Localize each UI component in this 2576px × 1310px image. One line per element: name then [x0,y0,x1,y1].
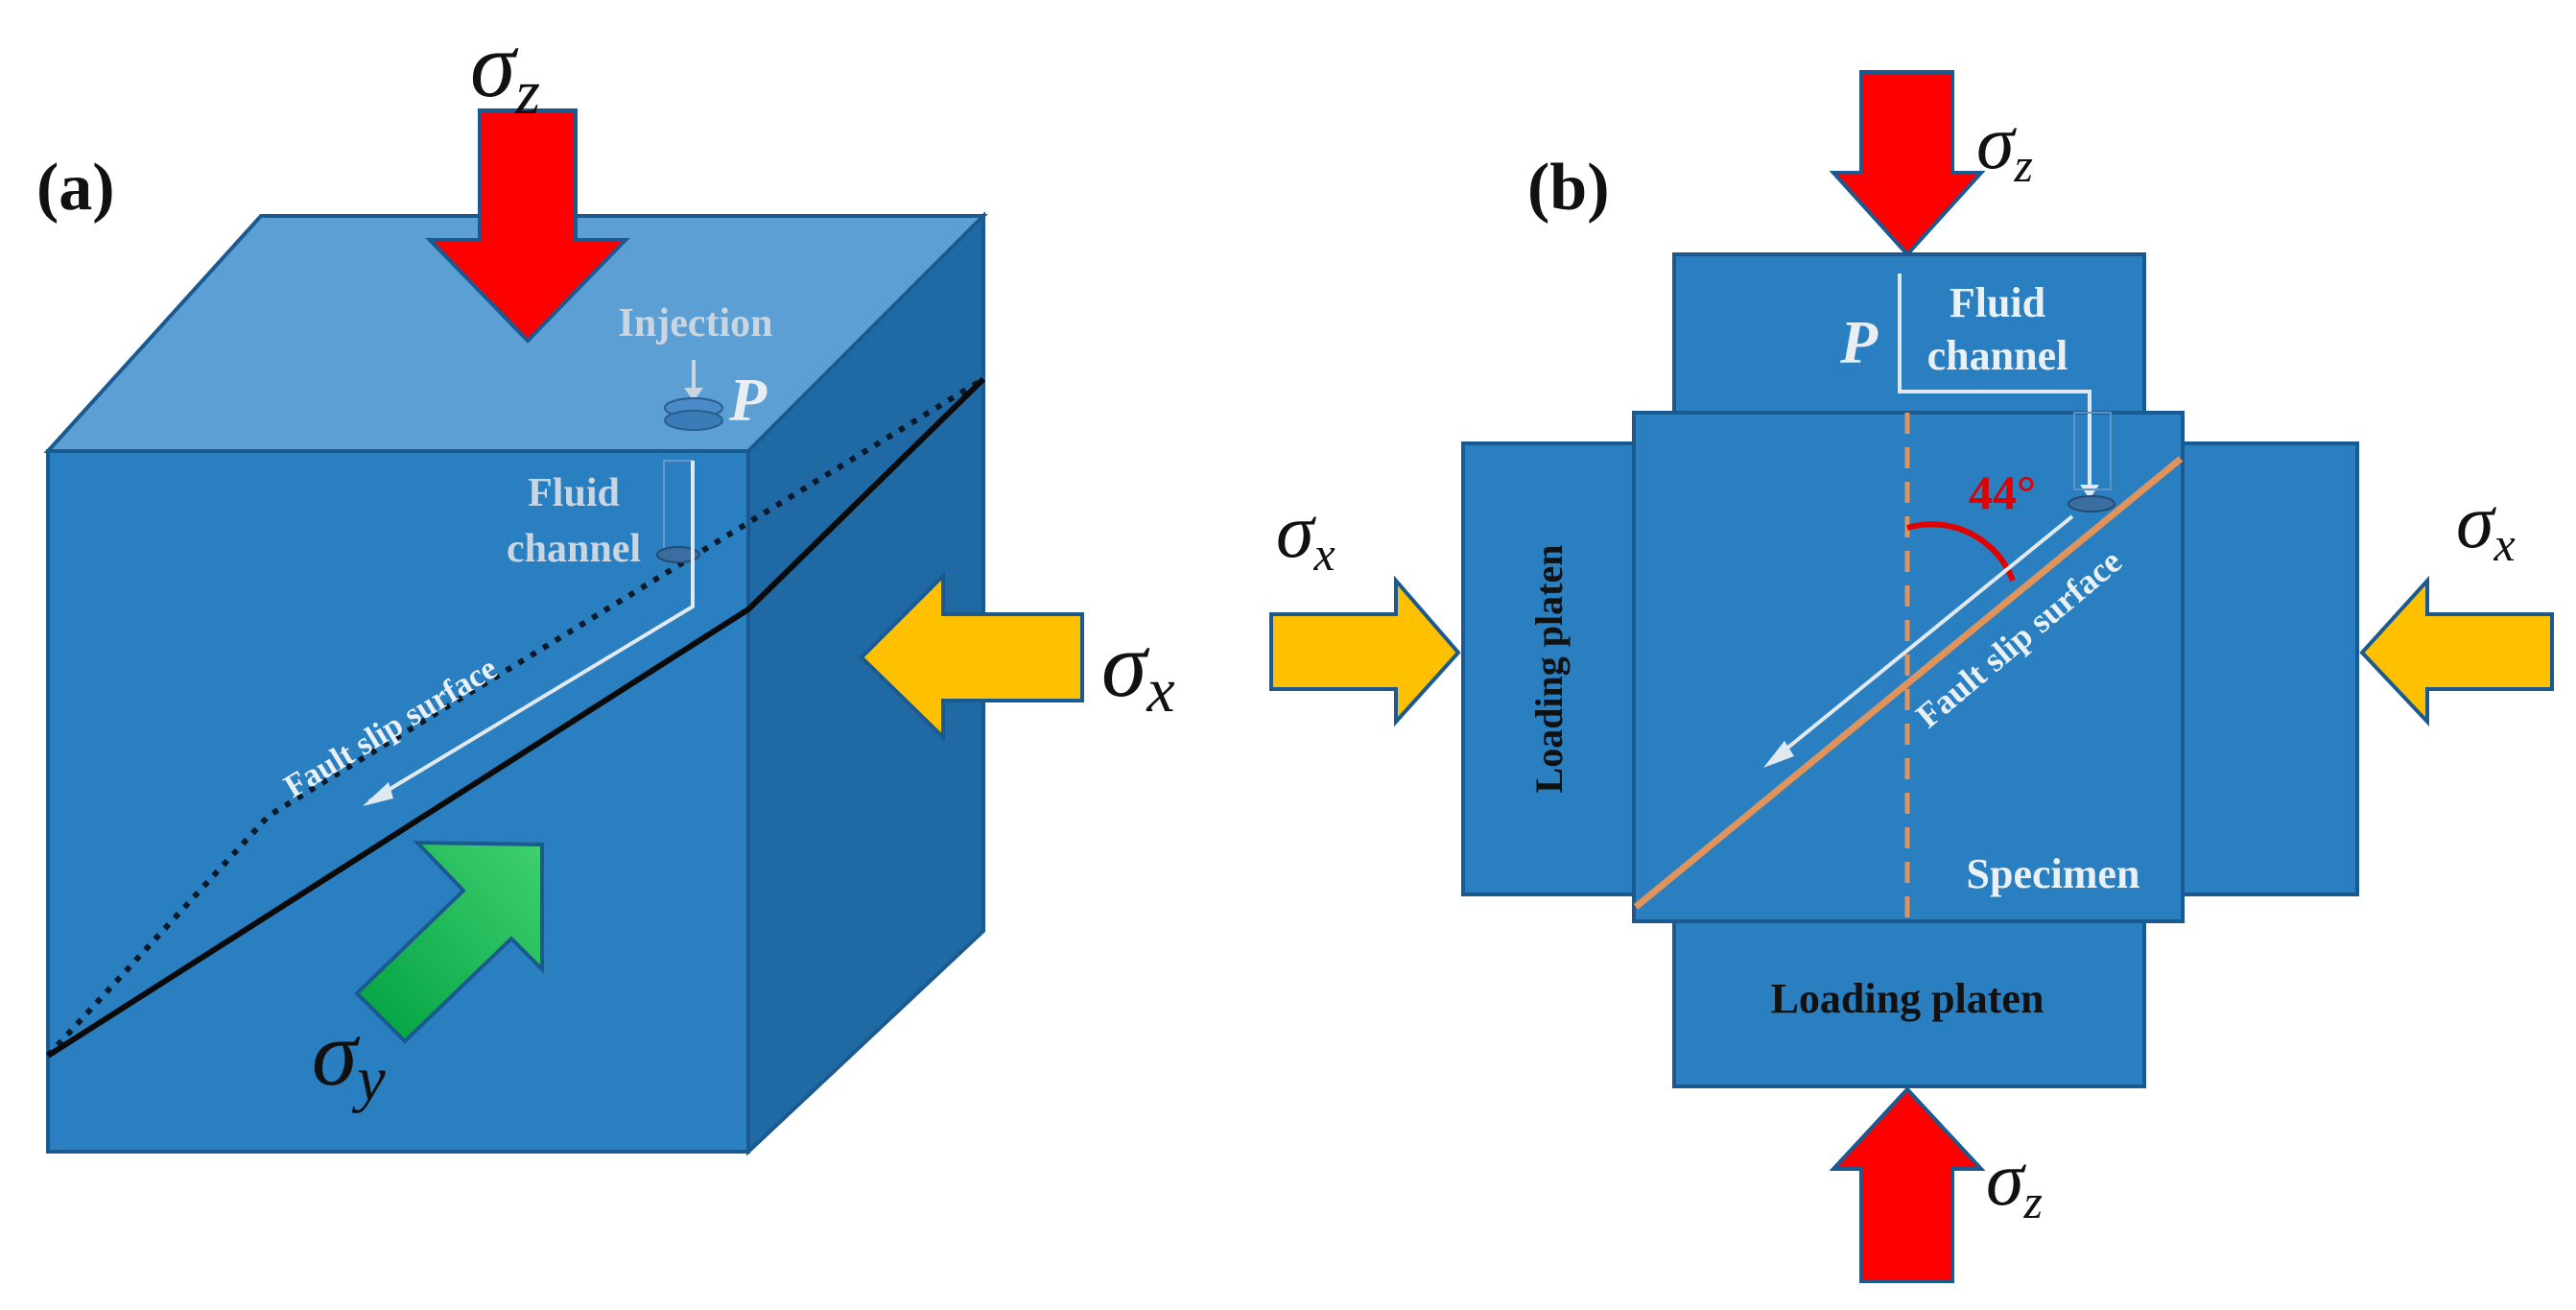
panel-a: (a) Injection P Fluid channel Fault slip… [36,13,1175,1156]
pressure-label-a: P [728,366,768,434]
sigma-z-top-label-b: σz [1976,101,2033,192]
panel-b-label: (b) [1527,151,1610,225]
fault-slip-surface-b [1633,456,2184,910]
panel-b: (b) 44° P Fluid channel Fault slip surfa… [1269,70,2554,1283]
fluid-channel-label-b-1: Fluid [1950,279,2045,326]
injection-assembly [363,360,723,806]
sigma-x-label-a: σx [1101,613,1175,726]
injection-label: Injection [619,301,773,345]
sigma-z-label-a: σz [470,13,540,128]
right-loading-platen [2181,441,2359,896]
fluid-channel-label-a-2: channel [507,527,641,571]
fluid-channel-arrowhead-b [2080,485,2099,499]
sigma-z-bottom-arrow-b [1829,1086,1986,1283]
loading-platen-bottom-label: Loading platen [1771,975,2044,1022]
injection-pointer-head [684,388,703,401]
fault-front-edge [46,376,986,1059]
flow-path-arrowhead [363,782,393,806]
sigma-z-bottom-label-b: σz [1986,1137,2043,1228]
sigma-x-left-label-b: σx [1276,489,1335,581]
fluid-channel-tube-b [2073,412,2112,490]
angle-label: 44° [1969,465,2036,519]
slip-direction-arrow [1773,514,2074,760]
sigma-x-arrow-a [859,571,1084,742]
sigma-y-arrow-a [354,840,544,1044]
cube [43,211,988,1156]
sigma-x-left-arrow-b [1269,575,1461,727]
slip-direction-arrowhead [1763,741,1794,768]
specimen-label: Specimen [1967,850,2140,897]
sigma-z-top-arrow-b [1829,70,1986,257]
pressure-label-b: P [1839,308,1879,376]
loading-platen-left-label: Loading platen [1527,545,1571,794]
fluid-channel-label-a-1: Fluid [528,471,620,515]
fluid-channel-path-b [1898,274,2092,494]
sigma-x-right-arrow-b [2359,575,2554,727]
channel-outlet-icon [656,546,700,563]
sigma-y-label-a: σy [312,1002,386,1114]
left-loading-platen [1461,441,1636,896]
sigma-x-right-label-b: σx [2456,480,2516,571]
channel-outlet-b-icon [2068,495,2115,512]
cube-front-face [46,449,750,1154]
sigma-z-arrow-a [425,108,630,344]
panel-a-label: (a) [36,151,115,225]
flow-path-arrow [367,461,695,803]
angle-arc [1906,521,2016,583]
top-loading-platen [1672,252,2146,415]
fluid-channel-label-b-2: channel [1927,332,2068,379]
